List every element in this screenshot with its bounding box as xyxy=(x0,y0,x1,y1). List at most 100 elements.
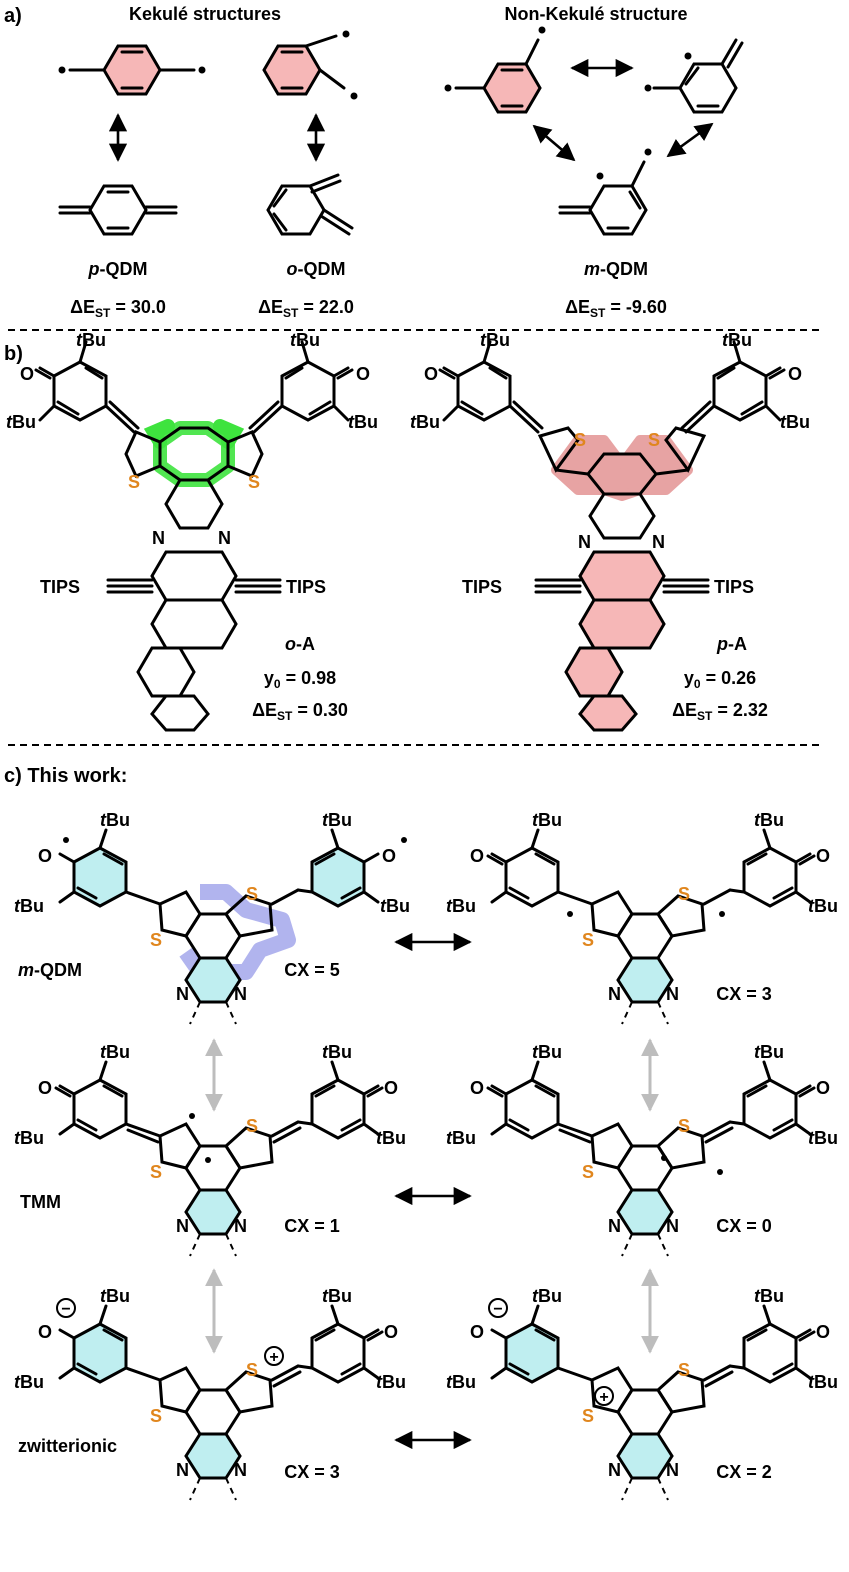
nitrogen: N xyxy=(234,1460,247,1480)
tbu-label: tBu xyxy=(808,896,838,916)
o-a-sulfur-right: S xyxy=(248,472,260,492)
tbu-label: tBu xyxy=(100,1042,130,1062)
o-a-tbu-side-right: tBu xyxy=(348,412,378,432)
tbu-label: tBu xyxy=(376,1128,406,1148)
structure-zwitterionic-right: O − tBu tBu S + S O tBu tBu N N xyxy=(446,1286,838,1501)
minus-charge-icon xyxy=(56,1298,76,1318)
sulfur: S xyxy=(246,884,258,904)
structure-tmm-left: O tBu tBu S S O tBu tBu N N xyxy=(14,1042,406,1257)
sulfur: S xyxy=(678,884,690,904)
o-qdm-label: o-QDM xyxy=(287,259,346,279)
sulfur: S xyxy=(150,1162,162,1182)
o-a-oxygen-left: O xyxy=(20,364,34,384)
tbu-label: tBu xyxy=(14,1372,44,1392)
m-qdm-diradical xyxy=(444,26,546,114)
p-a-nitrogen-right: N xyxy=(652,532,665,552)
sulfur: S xyxy=(150,930,162,950)
o-label: O xyxy=(816,846,830,866)
o-a-sulfur-left: S xyxy=(128,472,140,492)
cx-value-6: CX = 2 xyxy=(716,1462,772,1482)
nitrogen: N xyxy=(608,1460,621,1480)
nitrogen: N xyxy=(666,1216,679,1236)
tbu-label: tBu xyxy=(100,810,130,830)
o-a-tbu-side-left: tBu xyxy=(6,412,36,432)
minus-charge-icon xyxy=(488,1298,508,1318)
sulfur: S xyxy=(678,1116,690,1136)
row-label-m-qdm: m-QDM xyxy=(18,960,82,980)
tbu-label: tBu xyxy=(754,1286,784,1306)
o-qdm-delta-est: ΔEST = 22.0 xyxy=(258,297,354,320)
nitrogen: N xyxy=(608,1216,621,1236)
p-a-sulfur-left: S xyxy=(574,430,586,450)
p-a-y0: y0 = 0.26 xyxy=(684,668,756,691)
p-a-tbu-side-left: tBu xyxy=(410,412,440,432)
nitrogen: N xyxy=(666,984,679,1004)
tbu-label: tBu xyxy=(100,1286,130,1306)
o-a-delta-est: ΔEST = 0.30 xyxy=(252,700,348,723)
tbu-label: tBu xyxy=(808,1128,838,1148)
cx-value-2: CX = 3 xyxy=(716,984,772,1004)
p-a-nitrogen-left: N xyxy=(578,532,591,552)
tbu-label: tBu xyxy=(446,896,476,916)
tbu-label: tBu xyxy=(322,810,352,830)
p-a-oxygen-left: O xyxy=(424,364,438,384)
o-label: O xyxy=(382,846,396,866)
sulfur: S xyxy=(582,930,594,950)
p-a-oxygen-right: O xyxy=(788,364,802,384)
o-a-nitrogen-left: N xyxy=(152,528,165,548)
sulfur: S xyxy=(246,1360,258,1380)
tbu-label: tBu xyxy=(532,1042,562,1062)
o-a-label: o-A xyxy=(285,634,315,654)
o-label: O xyxy=(816,1322,830,1342)
o-label: O xyxy=(38,1078,52,1098)
o-label: O xyxy=(816,1078,830,1098)
tbu-label: tBu xyxy=(322,1042,352,1062)
o-a-tips-right: TIPS xyxy=(286,577,326,597)
m-qdm-delta-est: ΔEST = -9.60 xyxy=(565,297,667,320)
cx-value-4: CX = 0 xyxy=(716,1216,772,1236)
sulfur: S xyxy=(582,1162,594,1182)
structure-zwitterionic-left: O − tBu tBu S S + O tBu tBu N N xyxy=(14,1286,406,1501)
tbu-label: tBu xyxy=(808,1372,838,1392)
structure-m-qdm-right: O tBu tBu S S O tBu tBu N N xyxy=(446,810,838,1025)
cx-value-5: CX = 3 xyxy=(284,1462,340,1482)
p-a-tips-left: TIPS xyxy=(462,577,502,597)
nitrogen: N xyxy=(234,1216,247,1236)
tbu-label: tBu xyxy=(14,1128,44,1148)
m-qdm-resonance-right xyxy=(644,38,744,114)
minus-charge-text: − xyxy=(493,1301,502,1318)
sulfur: S xyxy=(150,1406,162,1426)
o-qdm-quinoid xyxy=(266,173,354,236)
o-a-y0: y0 = 0.98 xyxy=(264,668,336,691)
tbu-label: tBu xyxy=(532,1286,562,1306)
sulfur: S xyxy=(582,1406,594,1426)
plus-charge-icon xyxy=(264,1346,284,1366)
tbu-label: tBu xyxy=(322,1286,352,1306)
tbu-label: tBu xyxy=(14,896,44,916)
nitrogen: N xyxy=(176,1216,189,1236)
tbu-label: tBu xyxy=(446,1128,476,1148)
nonkekule-heading: Non-Kekulé structure xyxy=(504,4,687,24)
p-a-tips-right: TIPS xyxy=(714,577,754,597)
nitrogen: N xyxy=(234,984,247,1004)
o-label: O xyxy=(384,1322,398,1342)
nitrogen: N xyxy=(176,1460,189,1480)
tbu-label: tBu xyxy=(754,1042,784,1062)
p-qdm-label: p-QDM xyxy=(88,259,148,279)
o-label: O xyxy=(470,846,484,866)
p-a-delta-est: ΔEST = 2.32 xyxy=(672,700,768,723)
structure-tmm-right: O tBu tBu S S O tBu tBu N N xyxy=(446,1042,838,1257)
o-label: O xyxy=(38,846,52,866)
row-label-zwitterionic: zwitterionic xyxy=(18,1436,117,1456)
p-qdm-delta-est: ΔEST = 30.0 xyxy=(70,297,166,320)
m-qdm-label: m-QDM xyxy=(584,259,648,279)
cx-value-1: CX = 5 xyxy=(284,960,340,980)
nitrogen: N xyxy=(176,984,189,1004)
panel-c-heading: c) This work: xyxy=(4,765,127,787)
kekule-heading: Kekulé structures xyxy=(129,4,281,24)
panel-a-letter: a) xyxy=(4,5,22,27)
sulfur: S xyxy=(246,1116,258,1136)
plus-charge-icon xyxy=(594,1386,614,1406)
o-a-tbu-top-left: tBu xyxy=(76,330,106,350)
